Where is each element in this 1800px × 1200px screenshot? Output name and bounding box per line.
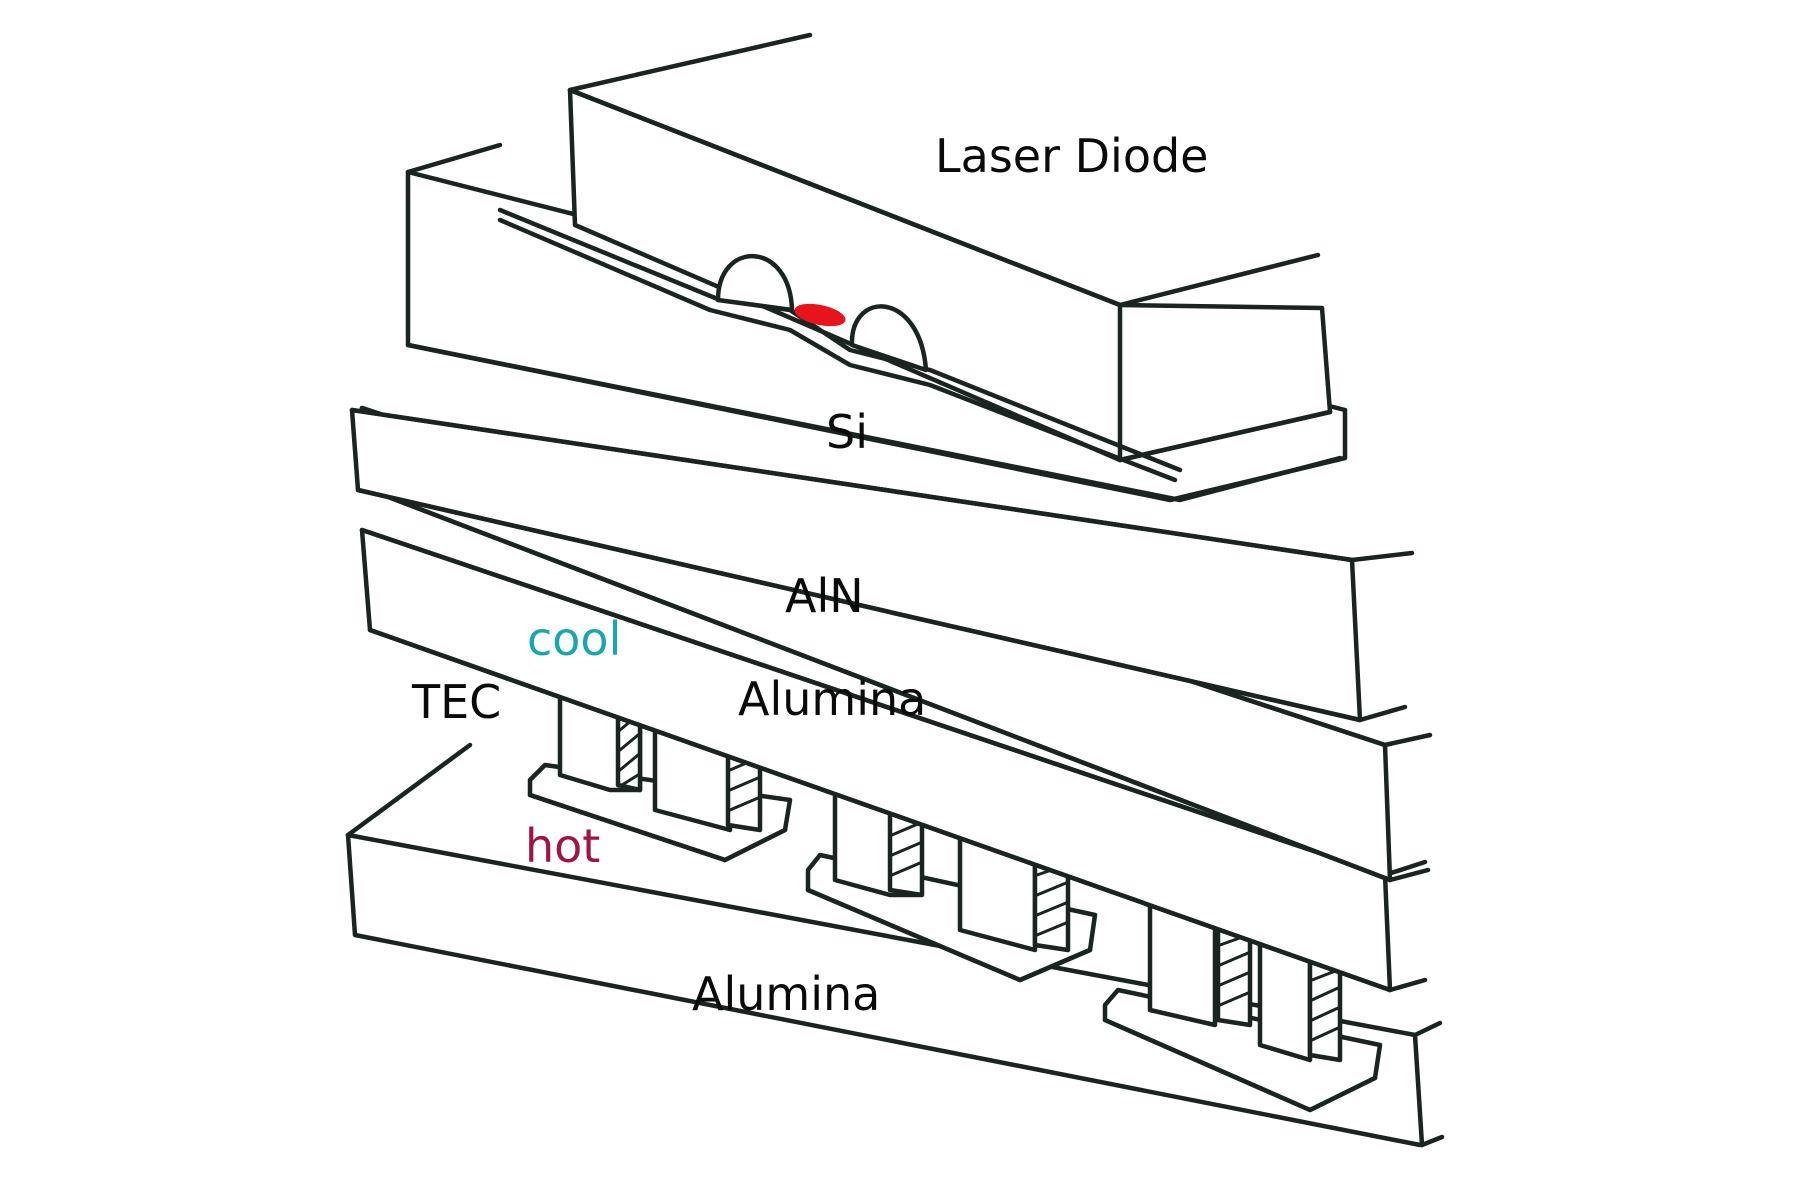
si-plate-right-tick-top <box>1349 550 1415 563</box>
alumina-bottom-right-tick-top <box>1412 1020 1443 1038</box>
laser-emitter-spot <box>794 303 846 327</box>
tec-base-pad-edge-2 <box>805 887 1093 983</box>
label-hot: hot <box>525 819 600 873</box>
solder-bump-left <box>715 253 795 313</box>
si-plate-right-tick-bottom <box>1357 704 1408 723</box>
alumina-top-lower-edge <box>367 627 1393 993</box>
alumina-bottom-front-left <box>345 832 1423 1148</box>
label-cool: cool <box>527 612 621 666</box>
tec-pellet-hatch-3b <box>1307 957 1343 1063</box>
aln-right-tick-bottom <box>1387 867 1431 883</box>
label-si: Si <box>826 405 868 459</box>
laser-diode-bottom-right-edge <box>1117 409 1333 463</box>
aln-lower-edge <box>367 487 1393 883</box>
laser-diode-top-right-edge <box>1117 252 1321 308</box>
alumina-top-upper-edge <box>359 527 1388 878</box>
trench-upper-line <box>497 207 1183 473</box>
tec-base-pad-edge-3 <box>1102 1017 1378 1113</box>
aln-right-tick-top <box>1382 732 1433 748</box>
laser-diode-top-left-edge <box>567 32 813 93</box>
solder-bump-right <box>849 304 929 373</box>
label-alumina-bottom: Alumina <box>692 967 880 1021</box>
alumina-top-plate <box>359 527 1428 993</box>
si-plate <box>349 407 1415 723</box>
label-tec: TEC <box>411 675 501 729</box>
tec-pellet-group-3 <box>1102 897 1383 1113</box>
alumina-bottom-right-tick-bottom <box>1419 1134 1445 1148</box>
laser-diode-top-front-edge <box>567 87 1123 308</box>
alumina-top-right-tick-bottom <box>1387 977 1428 993</box>
label-aln: AlN <box>785 569 864 623</box>
laser-diode-block <box>567 32 1333 463</box>
label-alumina-top: Alumina <box>738 672 926 726</box>
si-trench <box>497 207 1183 483</box>
trench-lower-line <box>497 217 1178 483</box>
label-laser-diode: Laser Diode <box>935 129 1208 183</box>
si-plate-lower-edge <box>355 487 1363 723</box>
alumina-bottom-top-left-edge <box>345 742 473 838</box>
si-plate-upper-edge <box>349 407 1355 563</box>
tec-base-pad-edge-1 <box>527 792 788 863</box>
alumina-bottom-right-edge <box>1412 1032 1425 1148</box>
si-bottom-edge <box>405 342 1343 503</box>
si-top-left-edge <box>405 142 503 175</box>
